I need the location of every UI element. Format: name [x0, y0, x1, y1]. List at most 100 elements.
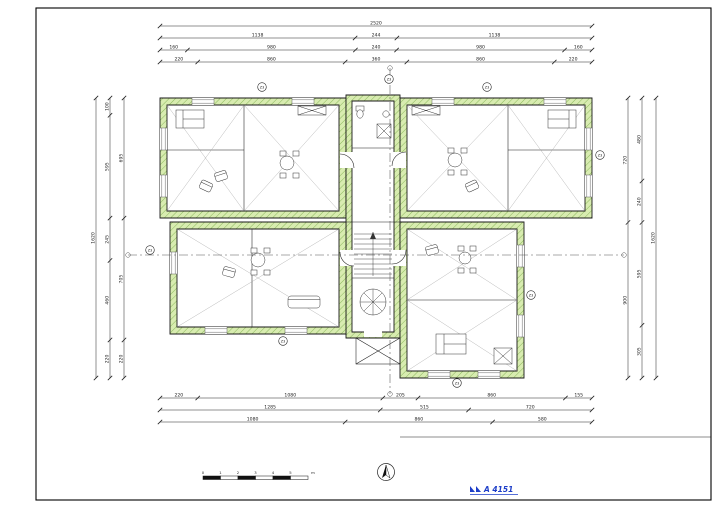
- svg-text:980: 980: [476, 44, 485, 50]
- svg-text:155: 155: [574, 392, 583, 398]
- scale-bar: 0 1 2 3 4 5 m: [202, 470, 315, 480]
- detail-marker: Z3: [595, 150, 605, 160]
- sofa: [287, 295, 321, 309]
- svg-text:5: 5: [289, 470, 292, 475]
- svg-text:1138: 1138: [252, 32, 264, 38]
- svg-text:Z3: Z3: [598, 153, 602, 157]
- svg-text:100: 100: [104, 102, 110, 111]
- svg-text:305: 305: [636, 347, 642, 356]
- svg-text:4: 4: [272, 470, 275, 475]
- furniture: [175, 105, 577, 365]
- svg-text:720: 720: [526, 404, 535, 410]
- dim-chain-top-total: 2520: [157, 20, 595, 29]
- toilet: [355, 105, 365, 119]
- svg-text:Z3: Z3: [485, 85, 489, 89]
- dining-table: [447, 147, 468, 176]
- svg-text:220: 220: [174, 56, 183, 62]
- door-openings: [340, 152, 406, 337]
- svg-text:3: 3: [254, 470, 257, 475]
- dim-chain-right-total: 1620: [650, 95, 659, 381]
- detail-marker: Z3: [257, 82, 267, 92]
- svg-text:220: 220: [569, 56, 578, 62]
- svg-text:860: 860: [414, 416, 423, 422]
- door-swings: [339, 151, 407, 267]
- svg-text:Z3: Z3: [529, 293, 533, 297]
- wardrobe: [297, 105, 327, 116]
- dim-chain-top-2: 160 980 240 980 160: [157, 44, 595, 53]
- svg-text:860: 860: [487, 392, 496, 398]
- svg-text:1: 1: [219, 470, 222, 475]
- centerlines: [125, 65, 627, 397]
- svg-text:860: 860: [476, 56, 485, 62]
- armchair: [222, 266, 236, 278]
- svg-text:980: 980: [267, 44, 276, 50]
- dining-table: [279, 150, 300, 179]
- bed: [435, 333, 467, 355]
- north-arrow-icon: [377, 463, 395, 481]
- dim-chain-left-1: 100 595 245 460 220: [104, 95, 113, 381]
- svg-text:240: 240: [372, 44, 381, 50]
- shower: [376, 123, 392, 139]
- svg-text:595: 595: [104, 162, 110, 171]
- svg-text:m: m: [311, 470, 315, 475]
- svg-text:2520: 2520: [370, 20, 382, 26]
- svg-text:220: 220: [174, 392, 183, 398]
- svg-text:460: 460: [104, 296, 110, 305]
- armchair: [465, 179, 479, 193]
- interior-partitions: [167, 105, 585, 327]
- dining-table: [250, 247, 271, 276]
- staircase: [354, 232, 392, 316]
- svg-text:1285: 1285: [264, 404, 276, 410]
- dim-chain-left-total: 1620: [90, 95, 99, 381]
- svg-text:Z3: Z3: [148, 248, 152, 252]
- svg-text:595: 595: [636, 269, 642, 278]
- svg-text:Z3: Z3: [387, 77, 391, 81]
- detail-marker: Z3: [526, 290, 536, 300]
- sheet-border: [35, 7, 712, 501]
- armchair: [214, 170, 228, 182]
- svg-text:480: 480: [636, 135, 642, 144]
- svg-text:720: 720: [622, 156, 628, 165]
- dim-chain-right-2: 720 900: [622, 95, 631, 381]
- svg-text:515: 515: [420, 404, 429, 410]
- dining-table: [457, 245, 477, 274]
- svg-text:2: 2: [237, 470, 240, 475]
- svg-text:Z3: Z3: [260, 85, 264, 89]
- bed: [175, 109, 205, 129]
- detail-marker: Z3: [278, 336, 288, 346]
- wardrobe: [411, 105, 441, 116]
- svg-text:220: 220: [104, 355, 110, 364]
- armchair: [425, 244, 439, 256]
- svg-text:Z3: Z3: [281, 339, 285, 343]
- svg-text:705: 705: [118, 275, 124, 284]
- svg-text:160: 160: [169, 44, 178, 50]
- entrance-porch: [355, 337, 401, 365]
- svg-text:1620: 1620: [90, 232, 96, 244]
- dim-chain-right-1: 480 240 595 305: [636, 95, 645, 381]
- detail-marker: Z3: [145, 245, 155, 255]
- svg-text:1080: 1080: [284, 392, 296, 398]
- bed: [547, 109, 577, 129]
- svg-text:900: 900: [622, 296, 628, 305]
- svg-text:1620: 1620: [650, 232, 656, 244]
- svg-text:A 4151: A 4151: [483, 485, 513, 494]
- dim-chain-top-1: 1138 244 1138: [157, 32, 595, 41]
- detail-marker: Z3: [482, 82, 492, 92]
- svg-text:220: 220: [118, 355, 124, 364]
- dim-chain-bottom-2: 1285 515 720: [157, 404, 595, 413]
- svg-text:245: 245: [104, 235, 110, 244]
- svg-text:244: 244: [372, 32, 381, 38]
- armchair: [199, 179, 213, 193]
- svg-text:240: 240: [636, 197, 642, 206]
- svg-text:860: 860: [267, 56, 276, 62]
- detail-marker: Z3: [452, 378, 462, 388]
- svg-text:160: 160: [574, 44, 583, 50]
- svg-text:1138: 1138: [489, 32, 501, 38]
- sink: [382, 110, 390, 118]
